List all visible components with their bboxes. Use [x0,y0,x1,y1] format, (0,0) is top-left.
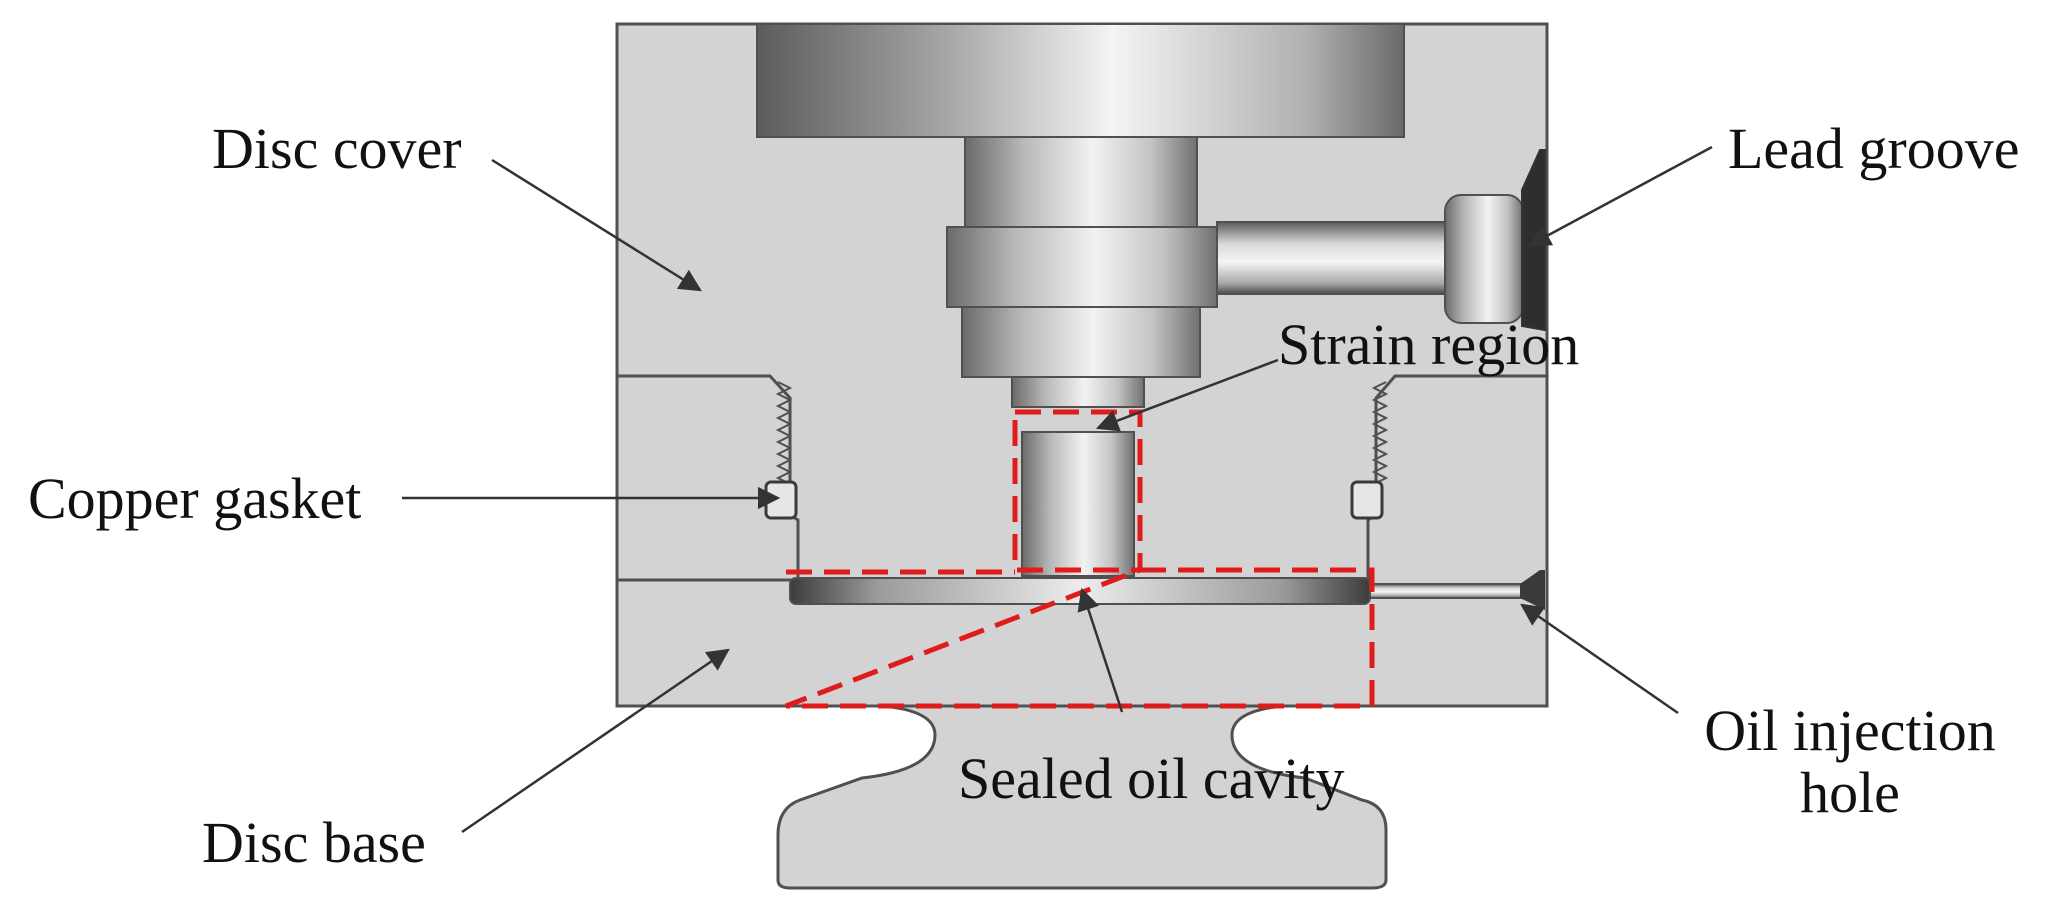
arrow-lead-groove [1528,145,1713,247]
neck [1011,376,1145,408]
top-cap [756,23,1405,138]
label-oil-injection-hole: Oil injection hole [1690,700,2010,824]
sealed-oil-cavity-highlight [785,567,1375,709]
arrow-oil-injection-hole [1520,603,1679,715]
arrow-disc-base [461,648,730,834]
lead-groove-channel [1216,221,1448,295]
label-disc-base: Disc base [202,810,426,875]
right-thread-teeth [1371,381,1389,485]
label-strain-region: Strain region [1278,312,1580,377]
arrow-sealed-oil-cavity [1077,587,1124,713]
middle-collar [946,226,1218,308]
right-thread [1366,374,1547,580]
copper-gasket-left [764,480,798,520]
lead-groove-flange [1444,194,1524,324]
lower-collar [961,306,1201,378]
arrow-strain-region [1095,358,1279,432]
label-oil-injection-hole-line2: hole [1800,760,1900,825]
oil-injection-channel [1369,583,1529,599]
left-thread-teeth [775,381,793,485]
copper-gasket-right [1350,480,1384,520]
oil-injection-cone [1520,570,1545,610]
upper-stem [964,136,1198,228]
label-copper-gasket: Copper gasket [28,466,362,531]
strain-cylinder [1021,431,1135,577]
label-disc-cover: Disc cover [212,116,462,181]
label-oil-injection-hole-line1: Oil injection [1704,698,1996,763]
label-sealed-oil-cavity: Sealed oil cavity [958,746,1345,811]
label-lead-groove: Lead groove [1728,116,2020,181]
disc-base-foot [776,703,1388,890]
arrow-disc-cover [491,158,702,292]
